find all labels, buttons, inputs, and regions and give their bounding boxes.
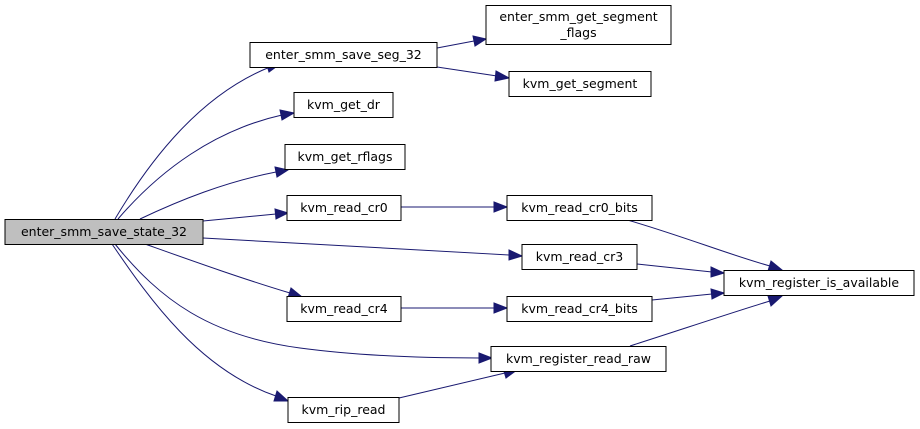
node-enter-smm-save-seg-32[interactable]: enter_smm_save_seg_32 xyxy=(249,42,438,68)
node-label: kvm_read_cr0 xyxy=(300,200,387,215)
edge-root-to-reg-read-raw xyxy=(114,243,494,364)
node-kvm-read-cr4-bits[interactable]: kvm_read_cr4_bits xyxy=(506,296,653,322)
node-kvm-register-is-available[interactable]: kvm_register_is_available xyxy=(723,270,915,296)
edge-cr0-bits-to-reg-available xyxy=(623,218,784,272)
node-label: kvm_get_segment xyxy=(523,76,638,91)
node-kvm-read-cr0[interactable]: kvm_read_cr0 xyxy=(286,195,402,221)
node-label: kvm_get_dr xyxy=(307,97,381,112)
edge-save-seg-to-seg-flags xyxy=(436,35,488,49)
node-label-line-1: enter_smm_get_segment xyxy=(499,9,657,24)
node-kvm-rip-read[interactable]: kvm_rip_read xyxy=(287,397,400,423)
node-kvm-register-read-raw[interactable]: kvm_register_read_raw xyxy=(490,346,667,372)
edge-root-to-read-cr4 xyxy=(144,243,304,299)
edge-root-to-read-cr0 xyxy=(202,208,290,222)
edge-save-seg-to-get-segment xyxy=(436,66,511,82)
node-kvm-read-cr4[interactable]: kvm_read_cr4 xyxy=(286,296,402,322)
node-label: kvm_read_cr0_bits xyxy=(521,200,638,215)
edge-root-to-get-dr xyxy=(117,109,296,220)
edge-root-to-read-cr3 xyxy=(202,237,524,261)
edge-root-to-rip-read xyxy=(111,243,290,402)
node-label: kvm_read_cr4_bits xyxy=(521,301,638,316)
edge-reg-read-raw-to-reg-available xyxy=(629,295,784,347)
node-label: kvm_read_cr4 xyxy=(300,301,387,316)
node-label: kvm_rip_read xyxy=(301,402,385,417)
node-kvm-get-dr[interactable]: kvm_get_dr xyxy=(293,92,394,118)
node-kvm-get-rflags[interactable]: kvm_get_rflags xyxy=(284,144,406,170)
node-label: kvm_register_is_available xyxy=(739,275,899,290)
node-kvm-get-segment[interactable]: kvm_get_segment xyxy=(508,71,652,97)
edge-cr4-to-cr4-bits xyxy=(401,302,509,314)
node-kvm-read-cr0-bits[interactable]: kvm_read_cr0_bits xyxy=(506,195,653,221)
node-kvm-read-cr3[interactable]: kvm_read_cr3 xyxy=(521,244,638,270)
node-label: kvm_register_read_raw xyxy=(506,351,651,366)
node-enter-smm-save-state-32[interactable]: enter_smm_save_state_32 xyxy=(4,219,204,245)
edge-cr0-to-cr0-bits xyxy=(401,201,509,213)
node-label: kvm_read_cr3 xyxy=(536,249,623,264)
node-label: enter_smm_save_state_32 xyxy=(21,224,187,239)
node-label: kvm_get_rflags xyxy=(298,149,393,164)
node-label: enter_smm_save_seg_32 xyxy=(265,47,422,62)
node-label-line-2: _flags xyxy=(559,25,596,40)
node-enter-smm-get-segment-flags[interactable]: enter_smm_get_segment _flags xyxy=(485,5,672,45)
edge-rip-read-to-reg-read-raw xyxy=(398,367,519,399)
edge-cr4-bits-to-reg-available xyxy=(651,288,726,301)
edge-cr3-to-reg-available xyxy=(636,263,726,278)
